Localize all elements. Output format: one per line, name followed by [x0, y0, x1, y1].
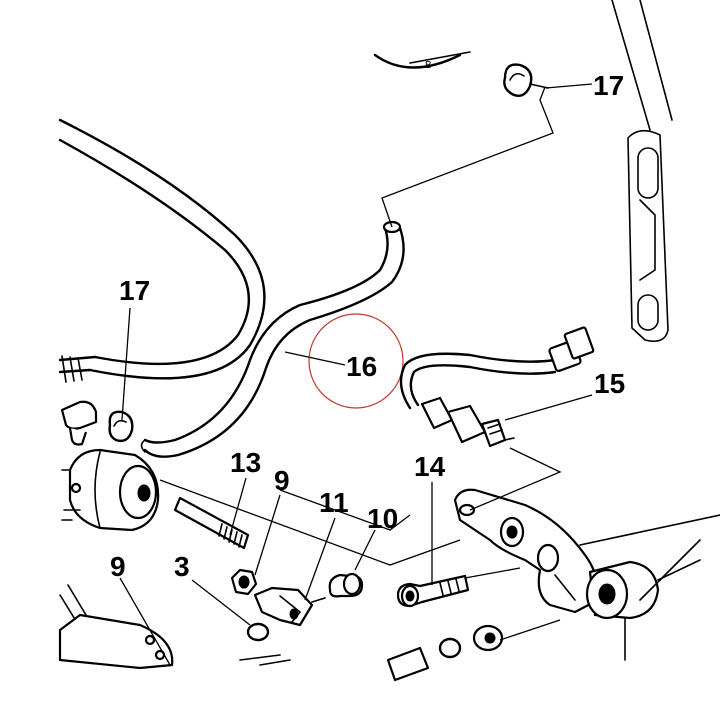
oxygen-sensor	[420, 396, 515, 448]
callout-9-upper: 9	[274, 465, 290, 496]
hose-clip-left	[108, 410, 134, 443]
assembly-lines	[159, 86, 562, 641]
highlight-circle	[308, 313, 404, 409]
stud-13	[173, 496, 250, 550]
callout-10: 10	[367, 503, 398, 534]
oxygen-sensor-cable	[399, 326, 595, 410]
hose-clip-top	[503, 63, 549, 97]
pump-assembly	[61, 448, 160, 532]
clevis-11	[253, 586, 326, 627]
callout-16: 16	[346, 351, 377, 382]
callout-17-top: 17	[593, 70, 624, 101]
bushing	[579, 514, 720, 661]
frame-lower-left	[58, 584, 291, 670]
bolt-14	[396, 574, 470, 608]
circlip-3	[246, 622, 270, 642]
callout-14: 14	[414, 451, 446, 482]
callout-9-lower: 9	[110, 551, 126, 582]
top-housing: B	[373, 51, 471, 71]
vent-hose	[140, 220, 405, 458]
callout-17-left: 17	[119, 275, 150, 306]
mounting-bracket	[453, 488, 600, 614]
callout-15: 15	[594, 368, 625, 399]
top-mark: B	[425, 60, 432, 71]
callout-11: 11	[319, 487, 349, 518]
pin-10	[328, 572, 364, 598]
callout-leaders	[119, 83, 593, 666]
nut-9	[230, 568, 258, 596]
callout-labels: 17 17 16 15 14 13 9 11 10 9 3	[110, 70, 625, 582]
main-hose	[58, 118, 266, 383]
callout-13: 13	[230, 447, 261, 478]
frame-right	[611, 0, 673, 343]
washers	[386, 624, 504, 682]
callout-3: 3	[174, 551, 190, 582]
elbow-fitting	[60, 400, 98, 446]
